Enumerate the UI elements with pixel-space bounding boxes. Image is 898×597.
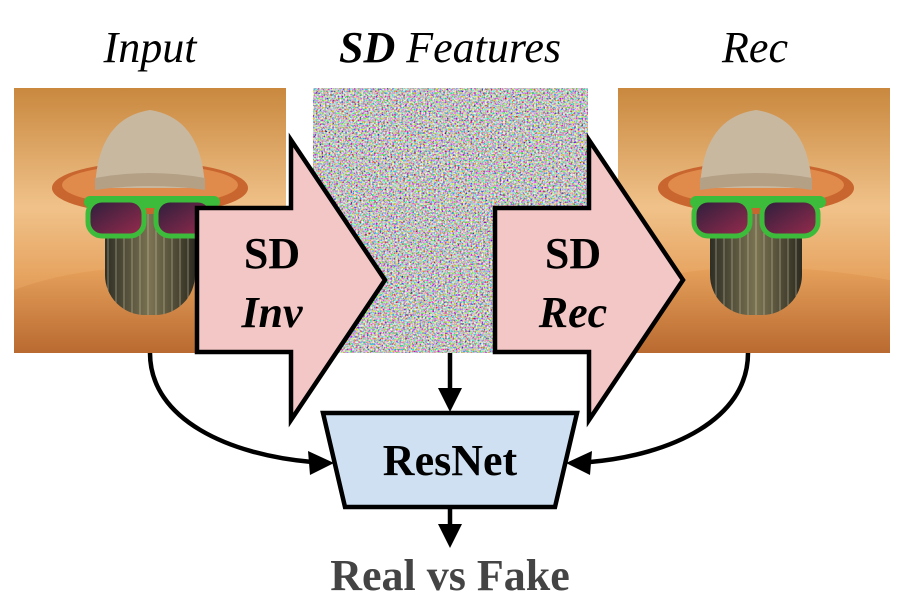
sd-inv-arrow: SD Inv xyxy=(194,132,388,428)
resnet-label: ResNet xyxy=(383,436,518,485)
resnet-block: ResNet xyxy=(320,410,580,510)
rec-to-resnet-arrow xyxy=(589,352,751,465)
output-label: Real vs Fake xyxy=(330,551,570,597)
sd-inv-line2: Inv xyxy=(240,288,303,337)
rec-title: Rec xyxy=(721,23,788,72)
rec-arrowhead xyxy=(566,451,592,475)
input-arrowhead xyxy=(308,451,334,475)
output-arrowhead xyxy=(438,524,462,548)
features-title-sd: SD xyxy=(339,23,395,72)
input-title: Input xyxy=(103,23,199,72)
sd-rec-arrow: SD Rec xyxy=(492,132,686,428)
rec-image xyxy=(618,88,890,353)
features-title-rest: Features xyxy=(395,23,561,72)
features-title: SD Features xyxy=(339,23,561,72)
sd-inv-line1: SD xyxy=(244,229,300,278)
sd-rec-line1: SD xyxy=(545,229,601,278)
input-to-resnet-arrow xyxy=(147,352,313,465)
sd-rec-line2: Rec xyxy=(538,288,607,337)
features-arrowhead xyxy=(438,388,462,412)
